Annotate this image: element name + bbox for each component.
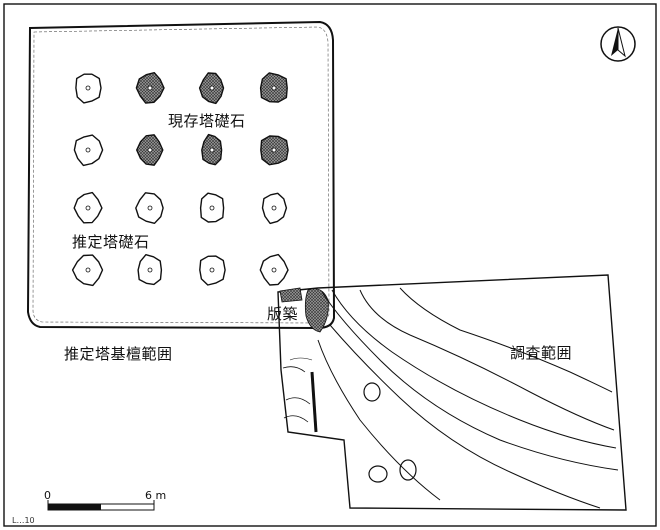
stone-center-mark xyxy=(85,267,91,273)
rammed-earth-label: 版築 xyxy=(267,305,299,323)
stone-center-mark xyxy=(271,85,277,91)
stone-center-mark xyxy=(271,267,277,273)
stone-center-mark xyxy=(85,85,91,91)
north-arrow-icon xyxy=(600,26,636,62)
estimated-platform-label: 推定塔基檀範囲 xyxy=(64,345,173,363)
channel-lines xyxy=(317,287,619,509)
pit-3 xyxy=(399,459,417,481)
scale-zero-label: 0 xyxy=(44,489,51,502)
survey-area-outline xyxy=(277,274,627,511)
feature-lines xyxy=(282,357,318,433)
stone-center-mark xyxy=(209,267,215,273)
stone-center-mark xyxy=(209,205,215,211)
scale-six-label: 6 m xyxy=(145,489,167,502)
existing-stones-label: 現存塔礎石 xyxy=(168,112,246,130)
rammed-earth-patch-2 xyxy=(304,288,329,333)
platform-inner-line xyxy=(32,26,330,324)
pit-1 xyxy=(363,382,381,402)
stone-center-mark xyxy=(271,205,277,211)
scale-bar xyxy=(47,500,155,511)
stone-center-mark xyxy=(209,147,215,153)
rammed-earth-patch-1 xyxy=(279,287,303,303)
figure-ref-label: L…10 xyxy=(12,516,35,525)
stone-center-mark xyxy=(147,85,153,91)
platform-outline xyxy=(26,20,336,330)
stone-center-mark xyxy=(85,147,91,153)
survey-area-label: 調査範囲 xyxy=(510,344,573,362)
stone-center-mark xyxy=(147,267,153,273)
pit-2 xyxy=(368,465,388,483)
stone-center-mark xyxy=(209,85,215,91)
stone-center-mark xyxy=(147,205,153,211)
stone-center-mark xyxy=(271,147,277,153)
stone-center-mark xyxy=(85,205,91,211)
foundation-stones-grid xyxy=(71,71,289,287)
estimated-stones-label: 推定塔礎石 xyxy=(72,233,150,251)
figure-frame xyxy=(3,3,657,527)
stone-center-mark xyxy=(147,147,153,153)
